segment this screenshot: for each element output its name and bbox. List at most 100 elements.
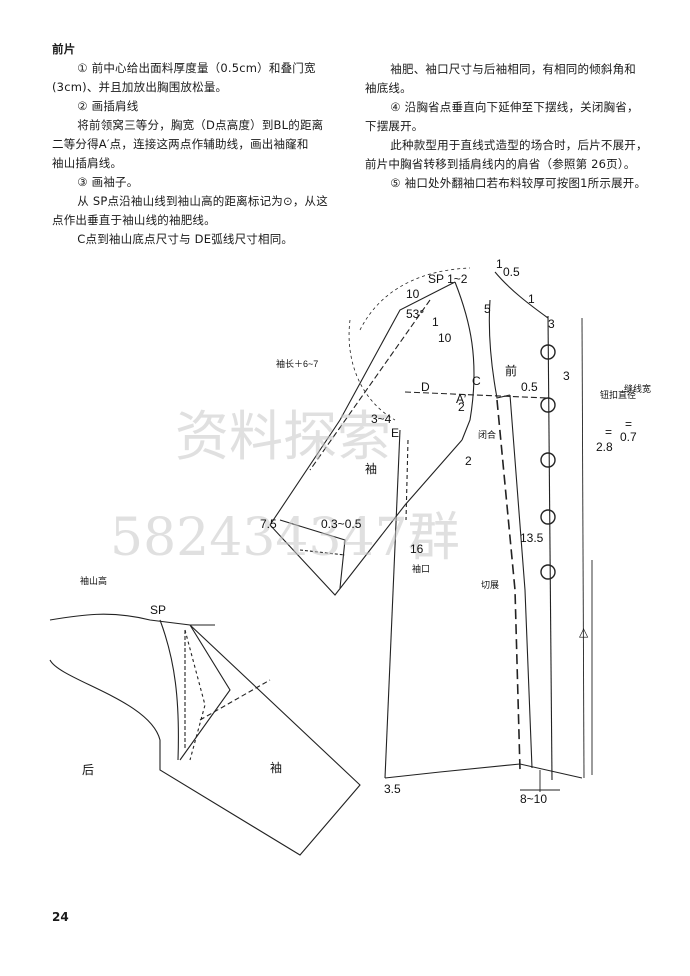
page-number: 24 bbox=[52, 910, 69, 924]
label: 3 bbox=[563, 369, 570, 383]
raglan-line bbox=[454, 281, 475, 441]
button-icon bbox=[540, 509, 556, 525]
section-title: 前片 bbox=[52, 42, 76, 56]
button-icon bbox=[540, 344, 556, 360]
label: 8~10 bbox=[520, 792, 547, 806]
label: 13.5 bbox=[520, 531, 544, 545]
neckline bbox=[494, 271, 549, 319]
sleeve-center-line bbox=[309, 299, 431, 471]
label: 3~4 bbox=[371, 412, 392, 426]
right-text-column: 袖肥、袖口尺寸与后袖相同，有相同的倾斜角和 袖底线。 ④ 沿胸省点垂直向下延伸至… bbox=[365, 60, 655, 193]
sleeve-outline bbox=[269, 281, 463, 596]
sleeve-width-line bbox=[199, 679, 271, 721]
label: A′ bbox=[456, 392, 467, 406]
paragraph: 袖底线。 bbox=[365, 81, 412, 95]
label: = bbox=[605, 425, 612, 439]
label: 2 bbox=[465, 454, 472, 468]
label: 1 bbox=[432, 315, 439, 329]
cuff-fold bbox=[299, 549, 346, 556]
slash-line bbox=[496, 399, 521, 771]
button-icon bbox=[540, 397, 556, 413]
label: 切展 bbox=[481, 580, 499, 590]
watermark-line1: 资料探索 bbox=[175, 405, 391, 468]
guide-arc-2 bbox=[348, 319, 396, 421]
label: 2 bbox=[458, 400, 465, 414]
paragraph: ① 前中心给出面料厚度量（0.5cm）和叠门宽 bbox=[77, 61, 316, 75]
side-guide bbox=[405, 439, 409, 521]
label: E bbox=[391, 426, 399, 440]
front-bodice-lines bbox=[384, 271, 585, 781]
label: 缝线宽 bbox=[624, 383, 651, 394]
paragraph: 将前领窝三等分，胸宽（D点高度）到BL的距离 bbox=[77, 118, 324, 132]
center-front-line bbox=[547, 315, 553, 781]
label: △ bbox=[579, 625, 589, 639]
hem-line bbox=[384, 763, 583, 779]
front-edge-line bbox=[581, 317, 585, 779]
label: 袖 bbox=[270, 760, 282, 775]
back-raglan-line bbox=[159, 619, 179, 761]
label: 2.8 bbox=[596, 440, 613, 454]
paragraph: ③ 画袖子。 bbox=[77, 175, 139, 189]
label: 5 bbox=[484, 302, 491, 316]
paragraph: ④ 沿胸省点垂直向下延伸至下摆线，关闭胸省， bbox=[390, 100, 639, 114]
cap-guide bbox=[184, 629, 206, 761]
label: 0.5 bbox=[503, 265, 520, 279]
left-text-column: 前片 ① 前中心给出面料厚度量（0.5cm）和叠门宽 (3cm)、并且加放出胸围… bbox=[52, 40, 352, 249]
label: 袖 bbox=[365, 461, 377, 476]
label: 53° bbox=[406, 307, 424, 321]
label: 袖长＋6~7 bbox=[276, 358, 318, 369]
back-sleeve-cap bbox=[179, 624, 231, 761]
label-sp: SP 1~2 bbox=[428, 272, 468, 286]
bust-line bbox=[404, 391, 549, 399]
paragraph: 此种款型用于直线式造型的场合时，后片不展开， bbox=[390, 138, 648, 152]
label: SP bbox=[150, 603, 166, 617]
label: 袖口 bbox=[412, 563, 430, 574]
label: 钮扣直径 bbox=[600, 389, 636, 400]
label: 10 bbox=[406, 287, 420, 301]
label: 10 bbox=[438, 331, 452, 345]
label: 0.7 bbox=[620, 430, 637, 444]
paragraph: ② 画插肩线 bbox=[77, 99, 139, 113]
paragraph: 从 SP点沿袖山线到袖山高的距离标记为⊙，从这 bbox=[77, 194, 328, 208]
button-icon bbox=[540, 452, 556, 468]
cuff-line bbox=[279, 519, 346, 589]
side-seam bbox=[384, 429, 401, 779]
watermark-line2: 582434347群 bbox=[110, 508, 460, 568]
label: 前 bbox=[505, 363, 517, 378]
paragraph: 袖山插肩线。 bbox=[52, 156, 123, 170]
label: 袖山高 bbox=[80, 575, 107, 586]
paragraph: 点作出垂直于袖山线的袖肥线。 bbox=[52, 213, 216, 227]
label: 1 bbox=[528, 292, 535, 306]
paragraph: 二等分得A′点，连接这两点作辅助线，画出袖窿和 bbox=[52, 137, 309, 151]
label: 闭合 bbox=[478, 429, 496, 440]
back-sleeve-diagram bbox=[49, 613, 361, 856]
paragraph: ⑤ 袖口处外翻袖口若布料较厚可按图1所示展开。 bbox=[390, 176, 647, 190]
paragraph: C点到袖山底点尺寸与 DE弧线尺寸相同。 bbox=[77, 232, 294, 246]
dart-line bbox=[488, 299, 511, 399]
paragraph: 前片中胸省转移到插肩线内的肩省（参照第 26页）。 bbox=[365, 157, 636, 171]
hem-spread-measure bbox=[520, 770, 560, 792]
label: 0.3~0.5 bbox=[321, 517, 362, 531]
label: 后 bbox=[82, 763, 94, 777]
sleeve-lines bbox=[269, 267, 471, 596]
diagram-labels: SP 1~2 1 0.5 10 53° 1 10 5 1 3 前 3 0.5 D… bbox=[80, 257, 651, 806]
label: 3 bbox=[548, 317, 555, 331]
paragraph: (3cm)、并且加放出胸围放松量。 bbox=[52, 80, 228, 94]
label: 7.5 bbox=[260, 517, 277, 531]
back-sleeve-outline bbox=[49, 613, 361, 856]
label: 16 bbox=[410, 542, 424, 556]
paragraph: 袖肥、袖口尺寸与后袖相同，有相同的倾斜角和 bbox=[390, 62, 636, 76]
label: = bbox=[625, 417, 632, 431]
label: C bbox=[472, 374, 481, 388]
label: 0.5 bbox=[521, 380, 538, 394]
slash-line-2 bbox=[509, 394, 533, 769]
measure-lines bbox=[520, 560, 593, 792]
label: 3.5 bbox=[384, 782, 401, 796]
paragraph: 下摆展开。 bbox=[365, 119, 424, 133]
button-icon bbox=[540, 564, 556, 580]
guide-arc bbox=[359, 267, 471, 331]
buttons bbox=[540, 344, 556, 580]
label: D bbox=[421, 380, 430, 394]
label: 1 bbox=[496, 257, 503, 271]
